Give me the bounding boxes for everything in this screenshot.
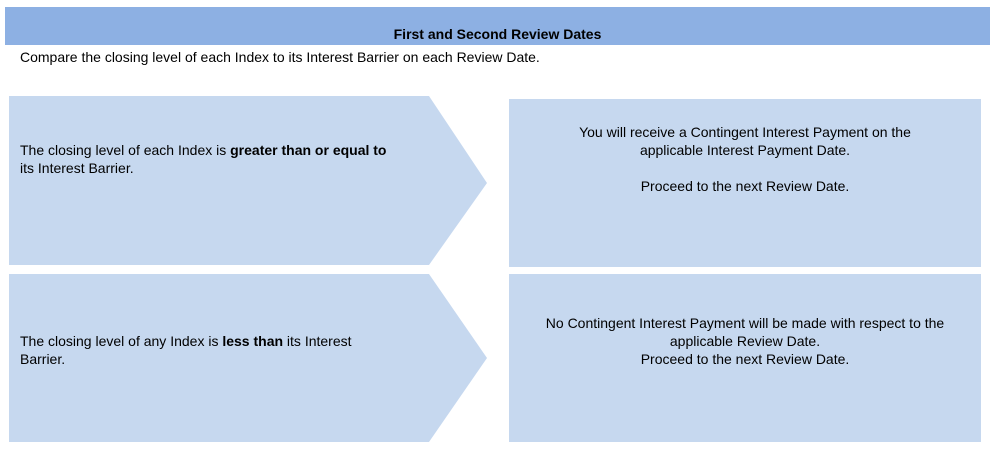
outcome-line: You will receive a Contingent Interest P… xyxy=(579,124,911,158)
condition-arrow-2 xyxy=(9,274,487,442)
outcome-text-1: You will receive a Contingent Interest P… xyxy=(509,123,981,195)
condition-arrow-1 xyxy=(9,96,487,265)
condition-text-part: The closing level of any Index is xyxy=(20,333,223,349)
condition-text-part: its Interest Barrier. xyxy=(20,160,134,176)
condition-text-1: The closing level of each Index is great… xyxy=(20,141,400,177)
condition-text-part: The closing level of each Index is xyxy=(20,142,231,158)
outcome-box-2 xyxy=(509,274,981,442)
condition-text-2: The closing level of any Index is less t… xyxy=(20,332,400,368)
intro-text: Compare the closing level of each Index … xyxy=(20,49,540,65)
outcome-line: No Contingent Interest Payment will be m… xyxy=(545,315,945,349)
outcome-text-2: No Contingent Interest Payment will be m… xyxy=(509,314,981,368)
section-header: First and Second Review Dates xyxy=(5,7,990,45)
outcome-line: Proceed to the next Review Date. xyxy=(640,178,850,194)
section-title: First and Second Review Dates xyxy=(393,26,602,42)
condition-emphasis: greater than or equal to xyxy=(230,142,387,158)
condition-emphasis: less than xyxy=(222,333,284,349)
condition-text-part: its Interest Barrier. xyxy=(20,333,352,367)
outcome-line: Proceed to the next Review Date. xyxy=(640,351,850,367)
outcome-box-1 xyxy=(509,99,981,267)
